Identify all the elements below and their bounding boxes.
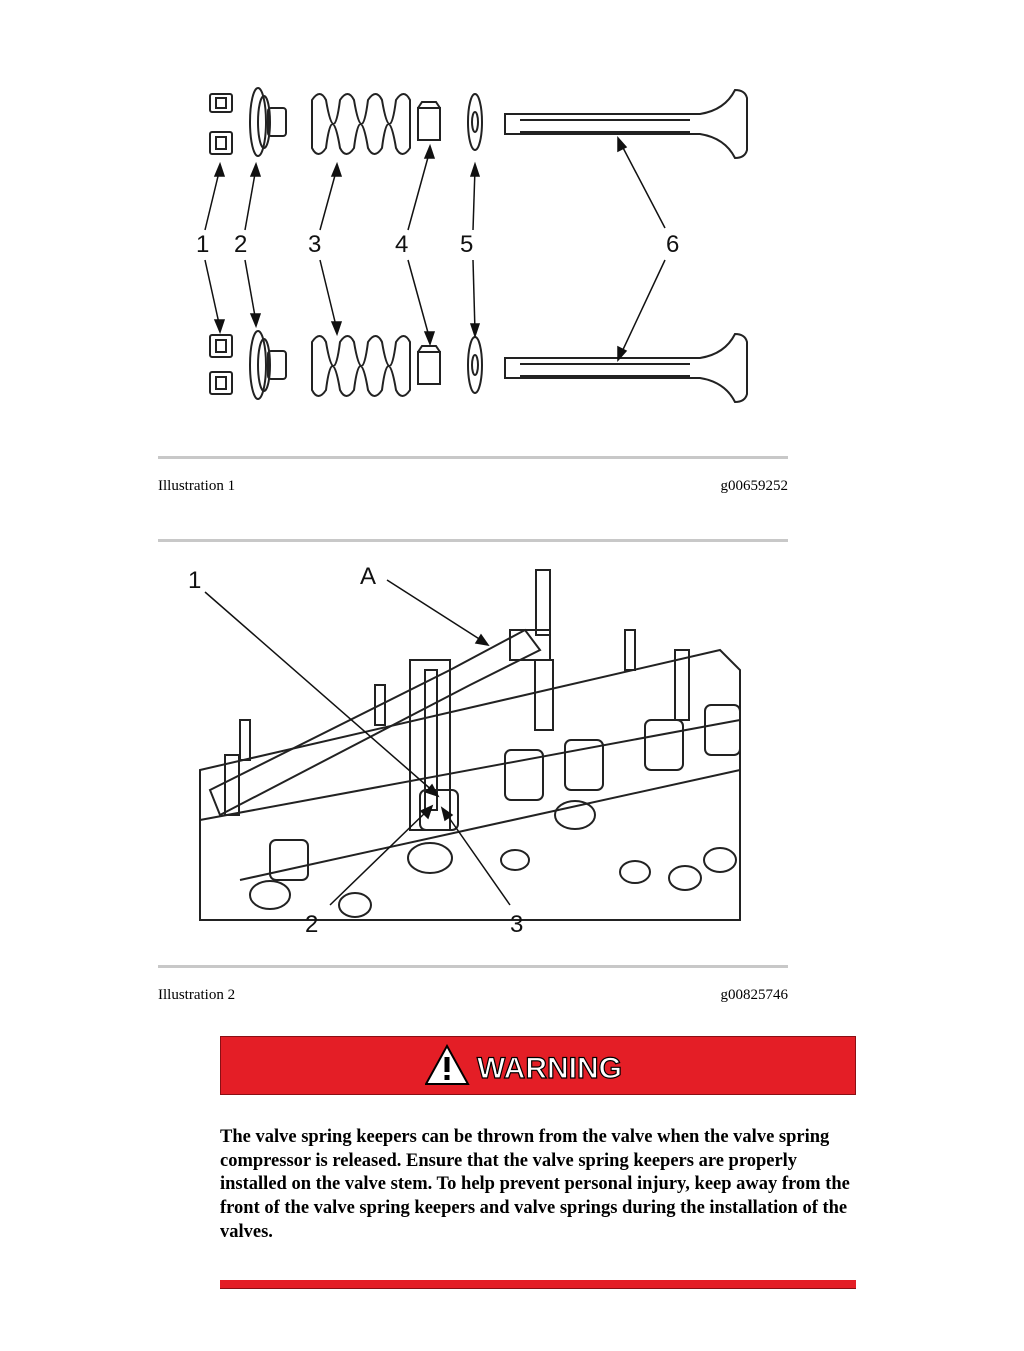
caption-id: g00825746	[720, 987, 789, 1003]
callout-3: 3	[308, 231, 321, 258]
warning-bottom-bar	[220, 1280, 856, 1289]
warning-title: WARNING	[477, 1052, 622, 1085]
callout-6: 6	[666, 231, 679, 258]
divider	[158, 456, 788, 459]
callout-1: 1	[196, 231, 209, 258]
illustration-1-figure: 1 2 3 4 5 6	[196, 87, 748, 404]
caption-id: g00659252	[720, 478, 789, 494]
callout-4: 4	[395, 231, 408, 258]
callout-5: 5	[460, 231, 473, 258]
divider	[158, 965, 788, 968]
warning-text: The valve spring keepers can be thrown f…	[220, 1127, 850, 1242]
warning-banner: WARNING	[220, 1036, 856, 1095]
callout-a: A	[360, 563, 376, 590]
callout-1: 1	[188, 567, 201, 594]
warning-triangle-icon	[425, 1044, 470, 1085]
callout-3: 3	[510, 911, 523, 938]
divider	[158, 539, 788, 542]
callout-2: 2	[305, 911, 318, 938]
callout-2: 2	[234, 231, 247, 258]
caption-label: Illustration 2	[158, 987, 236, 1003]
caption-label: Illustration 1	[158, 478, 236, 494]
illustration-2-figure: 1 A 2 3	[188, 563, 741, 938]
